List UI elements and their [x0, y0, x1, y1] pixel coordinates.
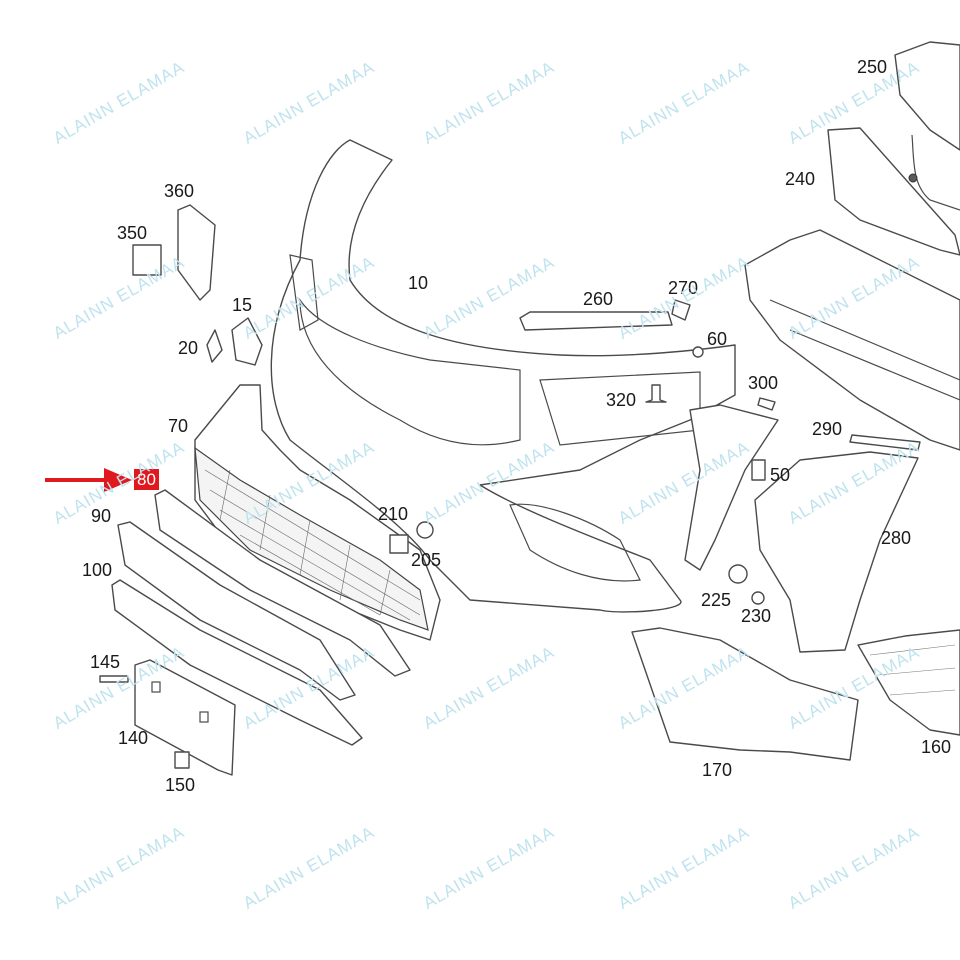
bracket-360	[177, 204, 216, 301]
grille-mesh	[194, 446, 429, 631]
lower-trim-100	[117, 521, 356, 701]
crossmember-250	[894, 41, 960, 151]
trim-260	[519, 311, 673, 331]
callout-210: 210	[378, 504, 409, 524]
side-molding	[684, 404, 779, 571]
bracket-240	[827, 127, 960, 256]
clip-300	[757, 397, 776, 411]
ring-230	[751, 591, 765, 605]
callout-240: 240	[785, 169, 816, 189]
callout-140: 140	[118, 728, 149, 748]
callout-50: 50	[770, 465, 791, 485]
callout-150: 150	[165, 775, 196, 795]
bolt-145	[99, 675, 129, 683]
screw-320	[645, 384, 667, 403]
sensor-225	[728, 564, 748, 584]
callout-160: 160	[921, 737, 952, 757]
callout-280: 280	[881, 528, 912, 548]
bracket-20	[206, 329, 223, 363]
callout-290: 290	[812, 419, 843, 439]
callout-20: 20	[178, 338, 199, 358]
screw-60	[692, 346, 704, 358]
callout-90: 90	[91, 506, 112, 526]
clip-270	[671, 299, 691, 321]
side-bracket-280	[754, 451, 919, 653]
callout-225: 225	[701, 590, 732, 610]
callout-15: 15	[232, 295, 253, 315]
callout-170: 170	[702, 760, 733, 780]
highlight-arrow	[45, 468, 132, 492]
lower-spoiler-170	[631, 627, 859, 761]
clip-150	[174, 751, 190, 769]
side-grille-160	[857, 629, 960, 736]
underbody-panel	[744, 229, 960, 451]
callout-270: 270	[668, 278, 699, 298]
bumper-cover	[270, 139, 736, 613]
callout-145: 145	[90, 652, 121, 672]
callout-60: 60	[707, 329, 728, 349]
callout-10: 10	[408, 273, 429, 293]
skid-plate	[111, 579, 363, 746]
callout-350: 350	[117, 223, 148, 243]
callout-320: 320	[606, 390, 637, 410]
trim-290	[849, 434, 921, 451]
callout-230: 230	[741, 606, 772, 626]
callout-100: 100	[82, 560, 113, 580]
callout-360: 360	[164, 181, 195, 201]
lower-trim-90	[154, 489, 411, 677]
callout-300: 300	[748, 373, 779, 393]
bracket-15	[231, 317, 263, 366]
callout-205: 205	[411, 550, 442, 570]
callout-70: 70	[168, 416, 189, 436]
bolt-50	[751, 459, 766, 481]
callout-260: 260	[583, 289, 614, 309]
callout-80-highlighted: 80	[134, 469, 159, 490]
sensor-350	[132, 244, 162, 276]
sensor-210	[416, 521, 434, 539]
callout-250: 250	[857, 57, 888, 77]
holder-205	[389, 534, 409, 554]
